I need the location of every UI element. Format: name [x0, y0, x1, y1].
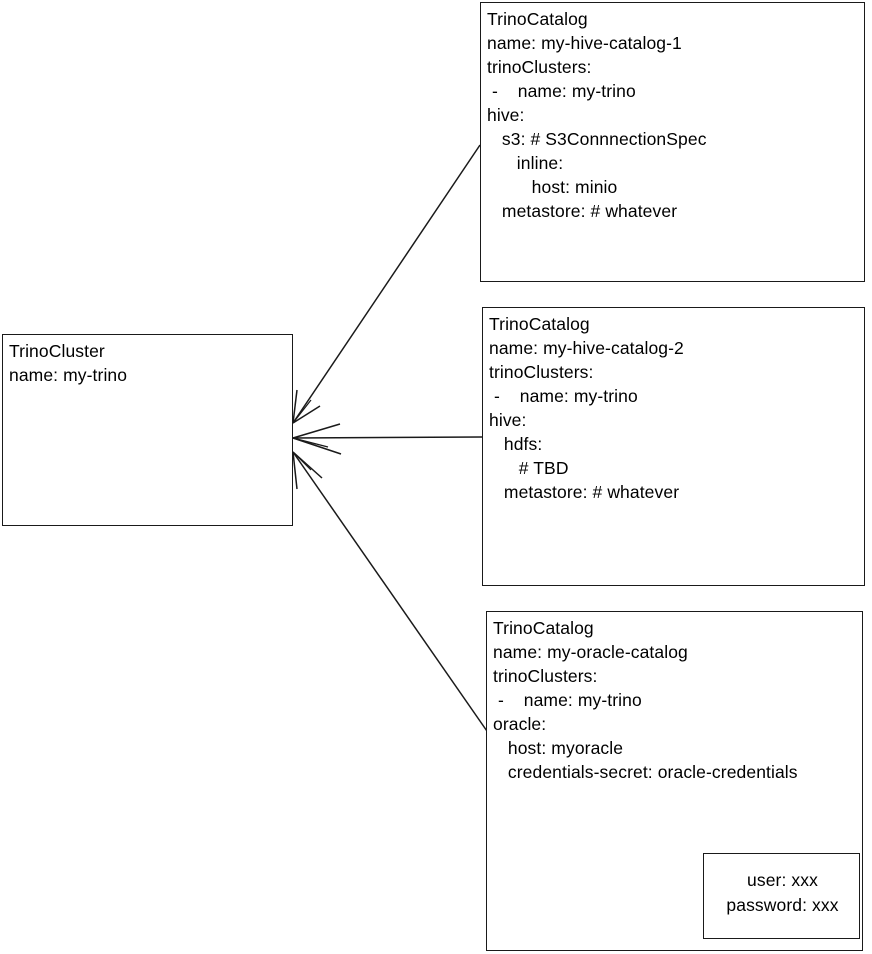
text-line: hdfs:	[489, 434, 543, 454]
node-catalog-my-hive-catalog-1-text: TrinoCatalog name: my-hive-catalog-1 trino…	[487, 7, 707, 223]
text-line: metastore: # whatever	[489, 482, 680, 502]
text-line: credentials-secret: oracle-credentials	[493, 762, 798, 782]
text-line: TrinoCluster	[9, 341, 105, 361]
text-line: name: my-oracle-catalog	[493, 642, 688, 662]
edge-hive-catalog-1-to-cluster	[292, 144, 481, 424]
node-catalog-my-oracle-catalog[interactable]: TrinoCatalog name: my-oracle-catalog trino…	[486, 611, 863, 951]
node-catalog-my-hive-catalog-2[interactable]: TrinoCatalog name: my-hive-catalog-2 trino…	[482, 307, 865, 586]
text-line: # TBD	[489, 458, 569, 478]
text-line: s3: # S3ConnnectionSpec	[487, 129, 707, 149]
node-catalog-my-hive-catalog-2-text: TrinoCatalog name: my-hive-catalog-2 trino…	[489, 312, 684, 504]
edge-oracle-catalog-to-cluster	[292, 451, 490, 735]
node-catalog-my-oracle-catalog-text: TrinoCatalog name: my-oracle-catalog trino…	[493, 616, 798, 784]
text-line: host: minio	[487, 177, 618, 197]
text-line: oracle:	[493, 714, 547, 734]
edge-hive-catalog-2-to-cluster	[292, 423, 483, 455]
node-trino-cluster[interactable]: TrinoCluster name: my-trino	[2, 334, 293, 526]
text-line: password: xxx	[726, 895, 839, 915]
text-line: name: my-trino	[9, 365, 128, 385]
node-oracle-credentials-secret[interactable]: user: xxx password: xxx	[703, 853, 860, 939]
node-oracle-credentials-secret-text: user: xxx password: xxx	[704, 868, 861, 918]
text-line: trinoClusters:	[493, 666, 598, 686]
text-line: - name: my-trino	[487, 81, 636, 101]
text-line: inline:	[487, 153, 564, 173]
text-line: TrinoCatalog	[487, 9, 588, 29]
text-line: metastore: # whatever	[487, 201, 678, 221]
text-line: user: xxx	[747, 870, 818, 890]
text-line: hive:	[489, 410, 527, 430]
text-line: name: my-hive-catalog-1	[487, 33, 682, 53]
text-line: name: my-hive-catalog-2	[489, 338, 684, 358]
text-line: TrinoCatalog	[493, 618, 594, 638]
text-line: trinoClusters:	[487, 57, 592, 77]
text-line: host: myoracle	[493, 738, 624, 758]
text-line: - name: my-trino	[489, 386, 638, 406]
text-line: trinoClusters:	[489, 362, 594, 382]
text-line: hive:	[487, 105, 525, 125]
node-trino-cluster-text: TrinoCluster name: my-trino	[9, 339, 127, 387]
text-line: TrinoCatalog	[489, 314, 590, 334]
text-line: - name: my-trino	[493, 690, 642, 710]
node-catalog-my-hive-catalog-1[interactable]: TrinoCatalog name: my-hive-catalog-1 trino…	[480, 2, 865, 282]
